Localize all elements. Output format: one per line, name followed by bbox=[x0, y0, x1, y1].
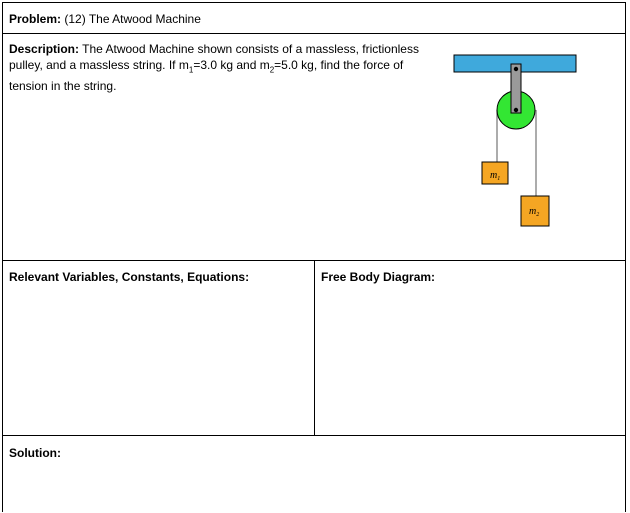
description-line-2b: =3.0 kg and m bbox=[193, 58, 270, 72]
mass-1-block bbox=[481, 161, 509, 185]
work-row: Relevant Variables, Constants, Equations… bbox=[3, 261, 625, 436]
description-line-3: tension in the string. bbox=[9, 79, 117, 94]
solution-heading: Solution: bbox=[9, 446, 61, 460]
solution-row[interactable]: Solution: bbox=[3, 436, 625, 513]
atwood-machine-diagram: m1 m2 bbox=[453, 54, 577, 227]
free-body-diagram-cell[interactable]: Free Body Diagram: bbox=[315, 261, 625, 435]
pulley-axle bbox=[513, 107, 519, 113]
description-line-1: The Atwood Machine shown consists of a m… bbox=[82, 42, 419, 56]
problem-row: Problem: (12) The Atwood Machine bbox=[3, 3, 625, 34]
ceiling-pivot bbox=[513, 66, 519, 72]
description-row: Description: The Atwood Machine shown co… bbox=[3, 34, 625, 261]
problem-text: (12) The Atwood Machine bbox=[64, 12, 201, 26]
free-body-diagram-heading: Free Body Diagram: bbox=[321, 270, 436, 284]
pulley-rod bbox=[510, 63, 522, 114]
description-line-2a: pulley, and a massless string. If m bbox=[9, 58, 189, 72]
mass-2-block bbox=[520, 195, 550, 227]
m1-subscript: 1 bbox=[188, 65, 194, 75]
relevant-variables-heading: Relevant Variables, Constants, Equations… bbox=[9, 270, 250, 284]
problem-label: Problem: bbox=[9, 12, 62, 26]
description-line-2c: =5.0 kg, find the force of bbox=[274, 58, 404, 72]
problem-title: Problem: (12) The Atwood Machine bbox=[9, 11, 201, 27]
mass-2-label: m2 bbox=[529, 206, 539, 218]
description-label: Description: bbox=[9, 42, 80, 56]
mass-1-label: m1 bbox=[490, 170, 500, 182]
description-text: Description: The Atwood Machine shown co… bbox=[9, 41, 429, 94]
m2-subscript: 2 bbox=[269, 65, 275, 75]
relevant-variables-cell[interactable]: Relevant Variables, Constants, Equations… bbox=[3, 261, 315, 435]
